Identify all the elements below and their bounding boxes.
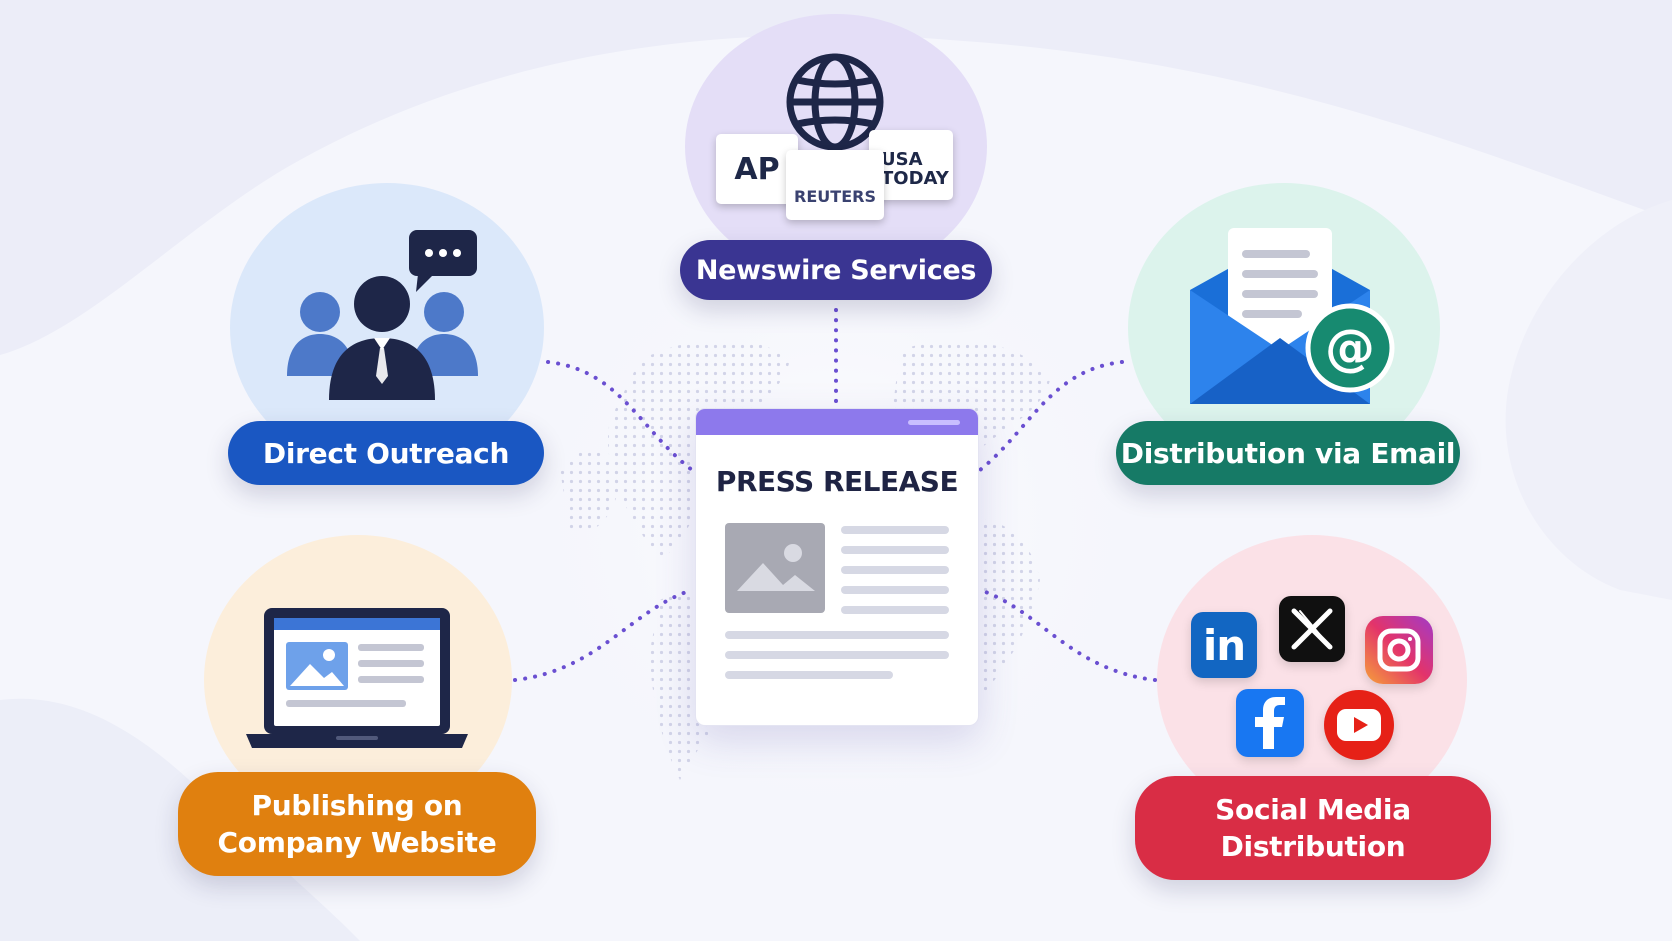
text-line [725, 651, 949, 659]
team-speaker-icon [287, 230, 478, 400]
connector-social [978, 588, 1157, 682]
linkedin-icon: in [1191, 612, 1257, 678]
text-line [841, 526, 949, 534]
website-label-line1: Publishing on [251, 789, 463, 822]
social-label-pill: Social Media Distribution [1135, 776, 1491, 880]
website-label-line2: Company Website [217, 826, 497, 859]
email-label: Distribution via Email [1120, 436, 1456, 470]
connector-email [978, 360, 1124, 472]
x-twitter-icon [1279, 596, 1345, 662]
agency-ap-label: AP [734, 151, 780, 187]
header-bar-indicator [908, 420, 960, 425]
instagram-icon [1365, 616, 1433, 684]
agency-usa-label: USA [881, 149, 923, 170]
text-line [725, 671, 893, 679]
newswire-label-pill: Newswire Services [680, 240, 992, 300]
connector-website [513, 588, 694, 682]
text-line [841, 566, 949, 574]
press-release-document: PRESS RELEASE [695, 408, 979, 726]
globe-icon [786, 53, 884, 151]
website-label-pill: Publishing on Company Website [178, 772, 536, 876]
youtube-icon [1324, 690, 1394, 760]
facebook-icon [1236, 689, 1304, 757]
image-placeholder-icon [725, 523, 825, 613]
press-release-title: PRESS RELEASE [715, 465, 959, 498]
svg-text:@: @ [1325, 319, 1375, 377]
agency-card-reuters: REUTERS [786, 150, 884, 220]
agency-reuters-label: REUTERS [794, 187, 876, 206]
outreach-label: Direct Outreach [262, 436, 510, 470]
agency-today-label: TODAY [881, 168, 949, 189]
laptop-icon [246, 608, 468, 748]
envelope-icon: @ [1190, 228, 1395, 404]
social-label-line2: Distribution [1220, 830, 1406, 863]
text-line [841, 606, 949, 614]
email-label-pill: Distribution via Email [1116, 421, 1460, 485]
social-label-line1: Social Media [1215, 793, 1411, 826]
text-line [725, 631, 949, 639]
agency-card-ap: AP [716, 134, 798, 204]
connector-outreach [546, 360, 694, 472]
text-line [841, 586, 949, 594]
outreach-label-pill: Direct Outreach [228, 421, 544, 485]
text-line [841, 546, 949, 554]
newswire-label: Newswire Services [695, 254, 977, 286]
linkedin-glyph: in [1202, 620, 1246, 670]
